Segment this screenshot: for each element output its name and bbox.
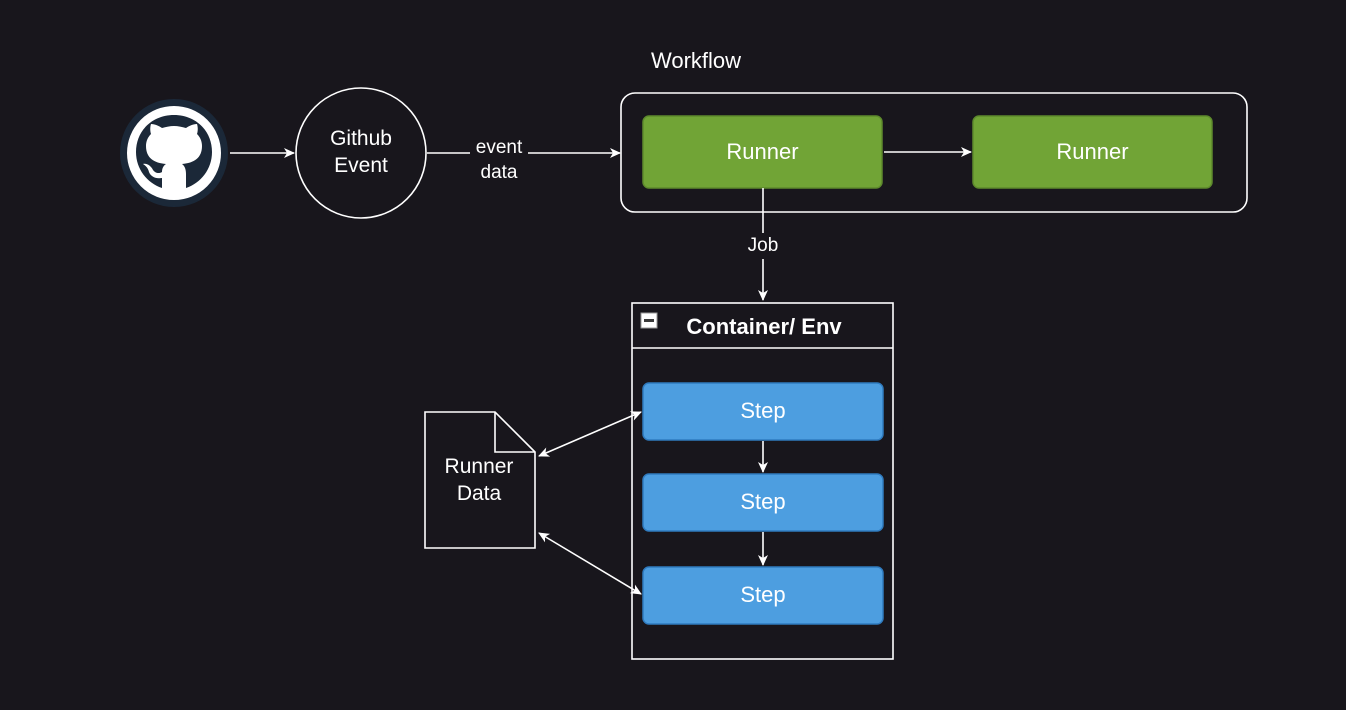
workflow-title: Workflow	[650, 47, 742, 73]
step-node-3[interactable]	[642, 566, 884, 625]
container-title: Container/ Env	[686, 313, 842, 339]
github-event-node[interactable]	[295, 87, 427, 219]
runner-node-2[interactable]	[972, 115, 1213, 189]
edge-job-label: Job	[747, 234, 779, 256]
runner-data-label: Runner Data	[444, 454, 514, 505]
step-node-1[interactable]	[642, 382, 884, 441]
runner-data-document[interactable]	[424, 411, 536, 549]
workflow-container[interactable]	[620, 92, 1248, 213]
edge-data-step-1	[538, 411, 642, 457]
edge-data-step-3	[538, 532, 642, 595]
document-fold-corner	[494, 412, 535, 453]
step-label-3: Step	[740, 582, 786, 608]
github-octocat-icon	[120, 99, 228, 207]
container-env[interactable]	[631, 302, 894, 660]
collapse-minus-icon[interactable]	[640, 312, 658, 329]
step-label-2: Step	[740, 489, 786, 515]
edge-job-label-bg	[741, 233, 785, 259]
step-node-2[interactable]	[642, 473, 884, 532]
runner-label-2: Runner	[1056, 138, 1129, 164]
step-label-1: Step	[740, 398, 786, 424]
github-event-label: Github Event	[330, 126, 392, 177]
runner-label-1: Runner	[726, 138, 799, 164]
edge-label-bg	[470, 140, 528, 184]
edge-event-data-label: event data	[475, 137, 523, 183]
